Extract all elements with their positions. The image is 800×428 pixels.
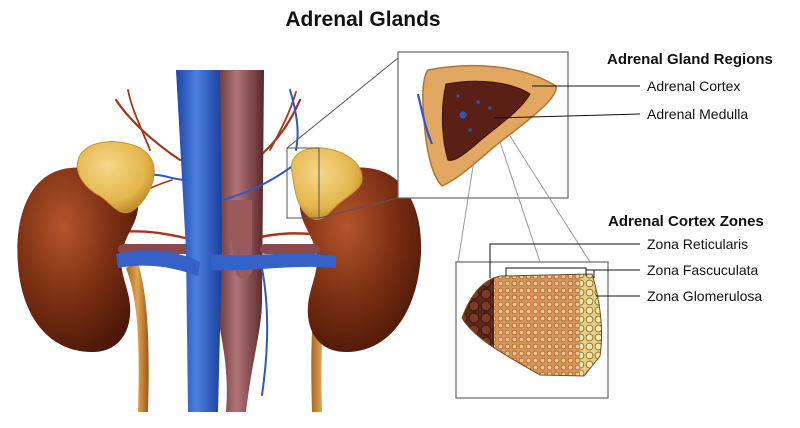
vena-cava <box>176 70 222 412</box>
inset-vein <box>416 93 434 145</box>
zones-inset <box>455 261 609 399</box>
regions-heading: Adrenal Gland Regions <box>607 51 773 68</box>
label-zona-reticularis: Zona Reticularis <box>647 236 748 252</box>
regions-inset <box>397 51 569 199</box>
label-zona-fascuculata: Zona Fascuculata <box>647 262 758 278</box>
right-renal-artery <box>260 244 320 254</box>
left-adrenal-gland <box>76 141 155 214</box>
label-adrenal-cortex: Adrenal Cortex <box>647 78 740 94</box>
region-leader-lines <box>493 85 641 119</box>
left-ureter <box>126 262 149 412</box>
left-kidney <box>17 167 139 352</box>
zones-heading: Adrenal Cortex Zones <box>608 213 764 230</box>
page-title: Adrenal Glands <box>285 8 440 31</box>
gland-cross-section-medulla <box>441 80 531 161</box>
right-renal-vein <box>210 253 336 271</box>
right-kidney <box>299 167 422 352</box>
label-zona-glomerulosa: Zona Glomerulosa <box>647 288 762 304</box>
callout-lines <box>286 57 399 219</box>
label-adrenal-medulla: Adrenal Medulla <box>647 106 748 122</box>
zone-leader-lines <box>489 243 640 297</box>
medulla-vessel-dots <box>456 94 492 132</box>
zone-callout-lines <box>457 135 591 263</box>
left-renal-vein <box>116 250 200 276</box>
anatomy-illustration <box>17 70 422 412</box>
